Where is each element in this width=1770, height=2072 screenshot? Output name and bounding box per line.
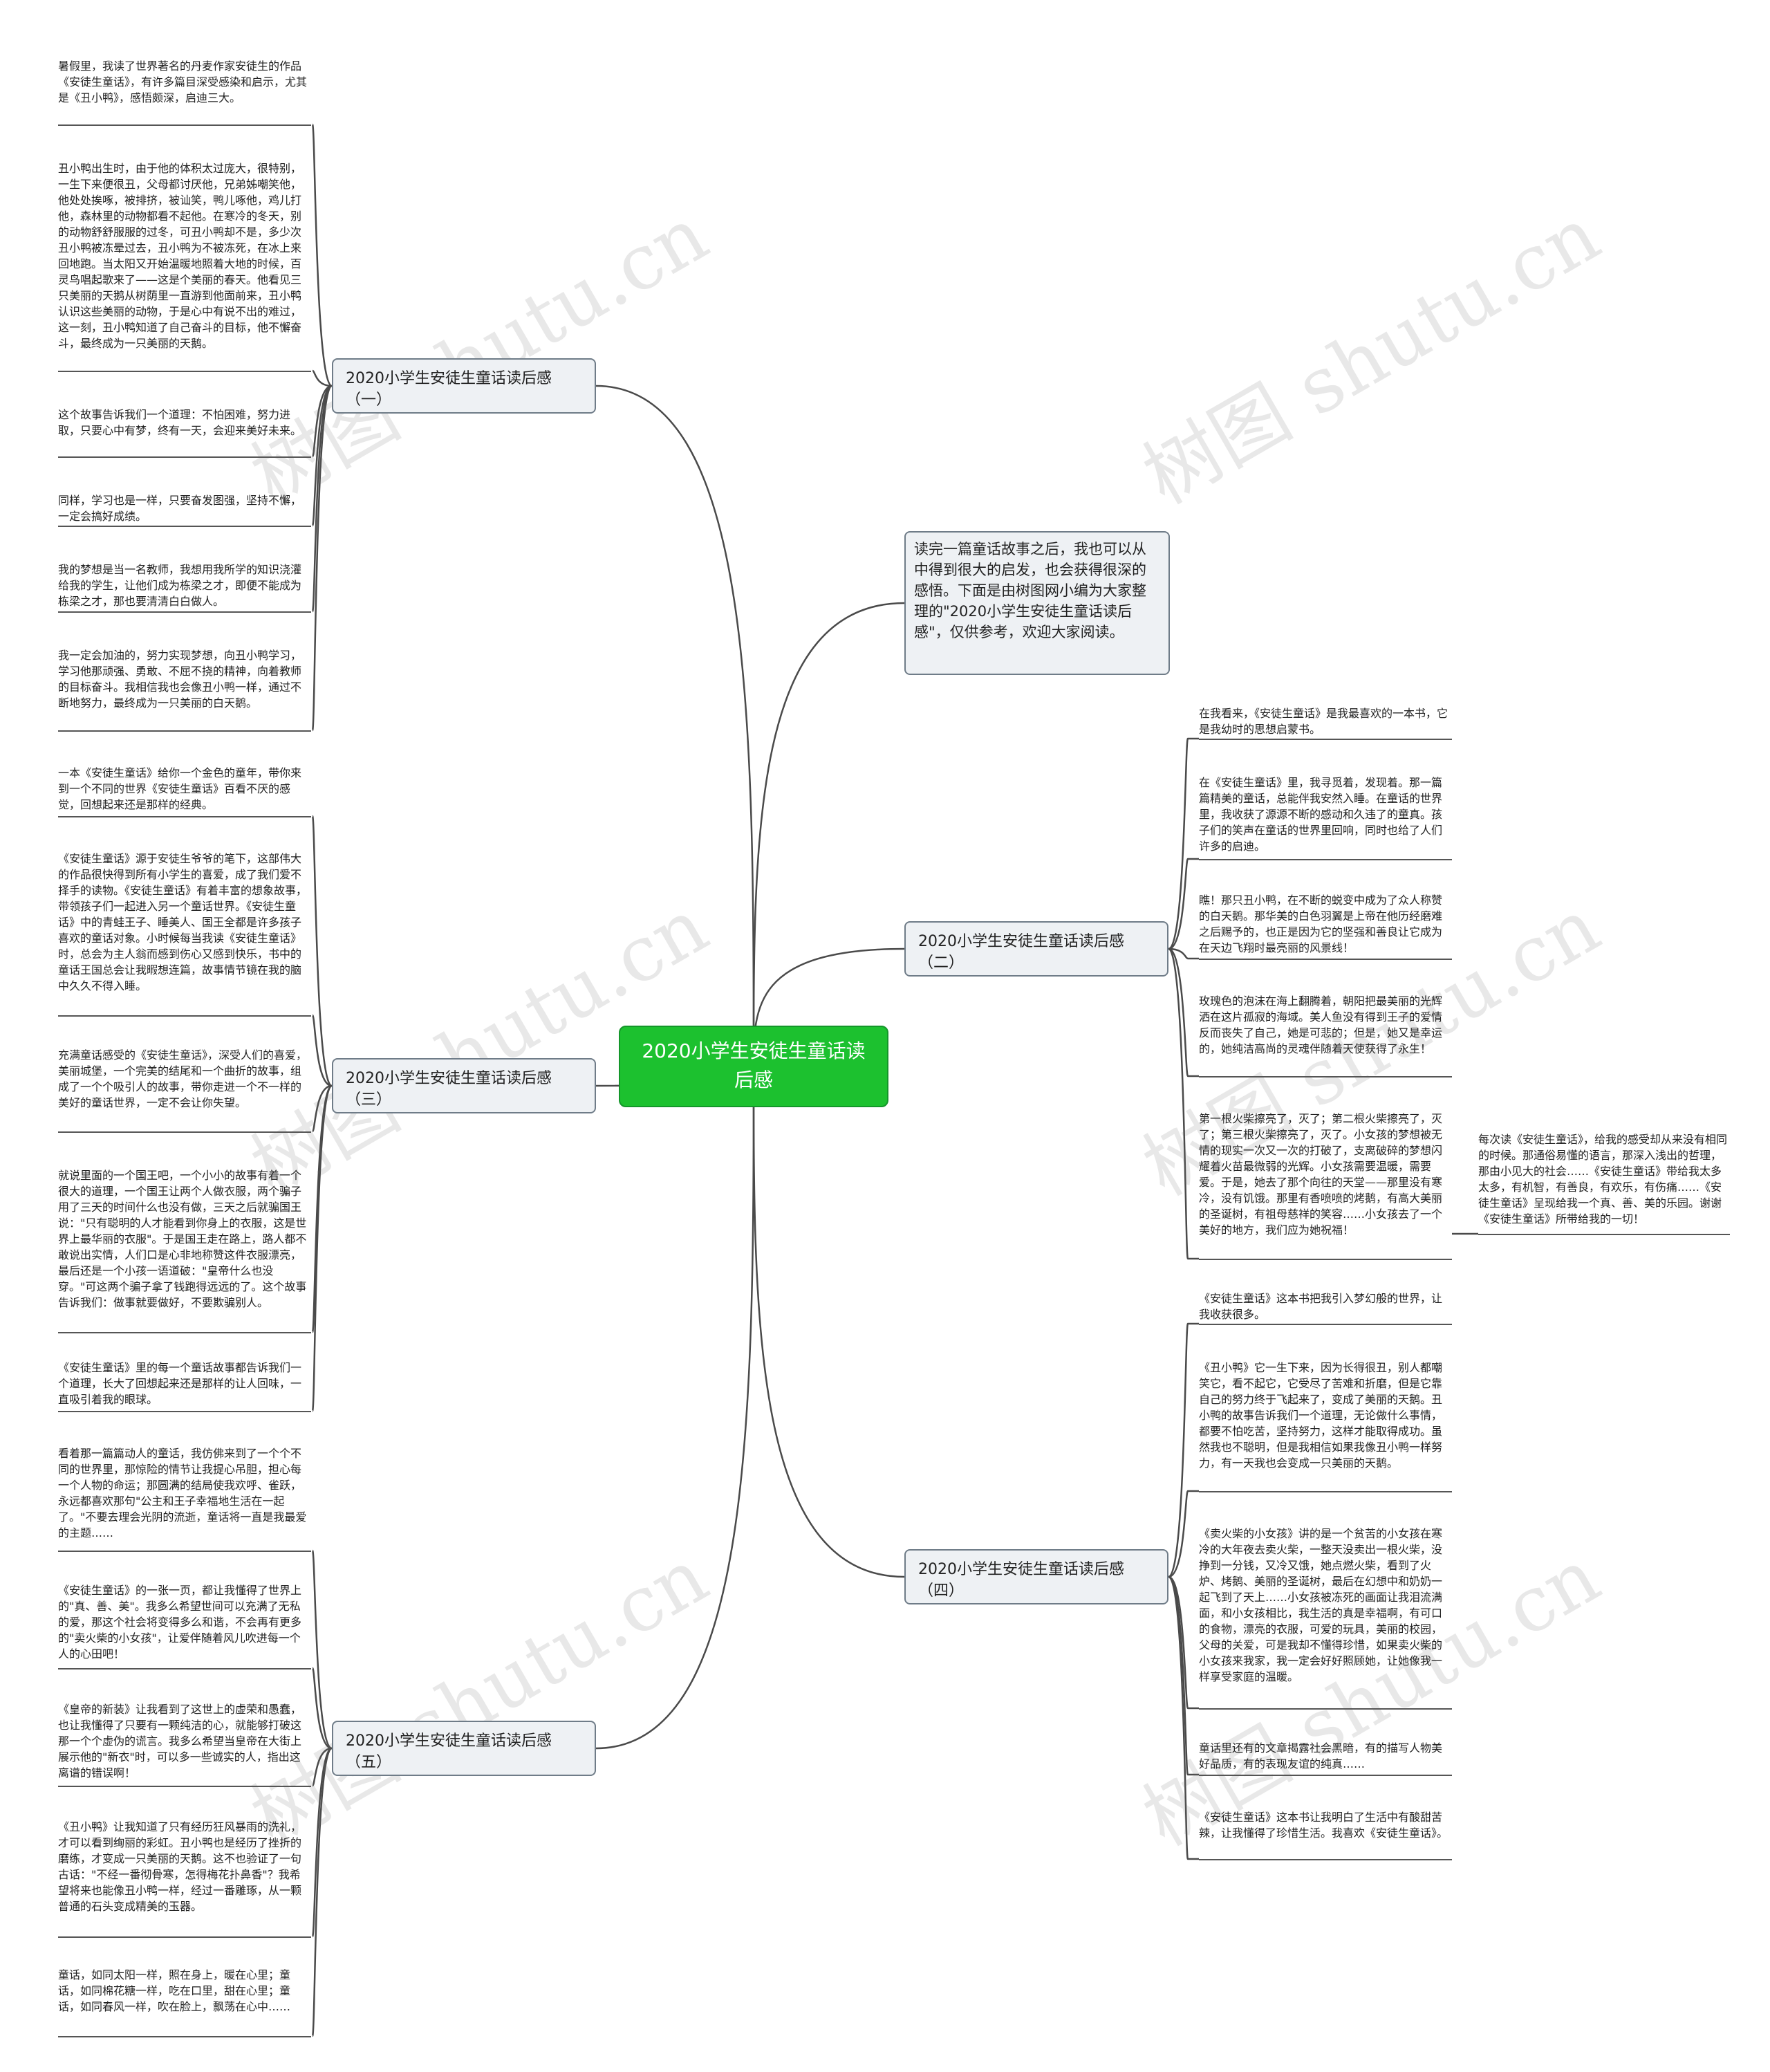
root-topic[interactable]: 2020小学生安徒生童话读后感 xyxy=(619,1026,888,1107)
leaf-text: 暑假里，我读了世界著名的丹麦作家安徒生的作品《安徒生童话》，有许多篇目深受感染和… xyxy=(58,59,308,104)
connector-branch-2-leaf xyxy=(1168,947,1199,960)
leaf-text: 《安徒生童话》里的每一个童话故事都告诉我们一个道理，长大了回想起来还是那样的让人… xyxy=(58,1361,302,1406)
leaf-underline xyxy=(1199,1775,1452,1776)
leaf-text: 一本《安徒生童话》给你一个金色的童年，带你来到一个不同的世界《安徒生童话》百看不… xyxy=(58,766,302,811)
leaf-underline xyxy=(1478,1234,1730,1235)
leaf-text: 同样，学习也是一样，只要奋发图强，坚持不懈，一定会搞好成绩。 xyxy=(58,494,302,523)
connector-branch-3-leaf xyxy=(311,1084,333,1133)
connector-branch-3-leaf xyxy=(311,1084,333,1412)
leaf-text: 第一根火柴擦亮了，灭了；第二根火柴擦亮了，灭了；第三根火柴擦亮了，灭了。小女孩的… xyxy=(1199,1112,1443,1237)
connector-branch-3-leaf xyxy=(311,815,333,1087)
branch-node-2[interactable]: 2020小学生安徒生童话读后感（二） xyxy=(904,921,1168,977)
leaf-text: 《安徒生童话》源于安徒生爷爷的笔下，这部伟大的作品很快得到所有小学生的喜爱，成了… xyxy=(58,852,308,992)
leaf-text: 《安徒生童话》这本书让我明白了生活中有酸甜苦辣，让我懂得了珍惜生活。我喜欢《安徒… xyxy=(1199,1811,1448,1840)
leaf-text: 《安徒生童话》这本书把我引入梦幻般的世界，让我收获很多。 xyxy=(1199,1292,1443,1321)
leaf-underline xyxy=(58,730,311,732)
connector-branch-2-leaf xyxy=(1168,947,1199,1077)
leaf-text: 每次读《安徒生童话》，给我的感受却从来没有相同的时候。那通俗易懂的语言，那深入浅… xyxy=(1478,1133,1728,1225)
leaf-text: 这个故事告诉我们一个道理：不怕困难，努力进取，只要心中有梦，终有一天，会迎来美好… xyxy=(58,408,302,437)
connector-branch-1-leaf xyxy=(311,385,333,527)
connector-branch-5-leaf xyxy=(311,1549,333,1750)
leaf-underline xyxy=(58,611,311,613)
connector-root-branch-1 xyxy=(595,385,755,1067)
intro-node[interactable]: 读完一篇童话故事之后，我也可以从中得到很大的启发，也会获得很深的感悟。下面是由树… xyxy=(904,531,1170,675)
leaf-text: 《卖火柴的小女孩》讲的是一个贫苦的小女孩在寒冷的大年夜去卖火柴，一整天没卖出一根… xyxy=(1199,1527,1443,1683)
connector-branch-3-leaf xyxy=(311,1014,333,1087)
leaf-text: 《安徒生童话》的一张一页，都让我懂得了世界上的"真、善、美"。我多么希望世间可以… xyxy=(58,1584,302,1661)
branch-node-5[interactable]: 2020小学生安徒生童话读后感（五） xyxy=(332,1721,596,1776)
leaf-underline xyxy=(1199,1076,1452,1077)
connector-branch-4-leaf xyxy=(1168,1575,1199,1776)
leaf-underline xyxy=(58,124,311,126)
connector-branch-4-leaf xyxy=(1167,1575,1199,1860)
leaf-text: 在《安徒生童话》里，我寻觅着，发现着。那一篇篇精美的童话，总能伴我安然入睡。在童… xyxy=(1199,776,1443,853)
leaf-underline xyxy=(1199,959,1452,960)
connector-branch-5-leaf xyxy=(311,1747,333,2037)
connector-branch-1-leaf xyxy=(311,385,333,458)
connector-branch-4-leaf xyxy=(1167,1322,1199,1578)
leaf-underline xyxy=(58,1936,311,1938)
connector-root-branch-4 xyxy=(752,1066,905,1578)
leaf-text: 丑小鸭出生时，由于他的体积太过庞大，很特别，一生下来便很丑，父母都讨厌他，兄弟姊… xyxy=(58,162,302,350)
leaf-underline xyxy=(1199,1491,1452,1492)
leaf-underline xyxy=(1199,859,1452,860)
leaf-underline xyxy=(1199,1259,1452,1260)
connector-root-branch-5 xyxy=(595,1066,755,1750)
leaf-text: 在我看来，《安徒生童话》是我最喜欢的一本书，它是我幼时的思想启蒙书。 xyxy=(1199,707,1448,736)
connector-branch-1-leaf xyxy=(311,123,333,387)
leaf-text: 就说里面的一个国王吧，一个小小的故事有着一个很大的道理，一个国王让两个人做衣服，… xyxy=(58,1169,307,1309)
leaf-text: 我的梦想是当一名教师，我想用我所学的知识浇灌给我的学生，让他们成为栋梁之才，即便… xyxy=(58,563,302,608)
leaf-underline xyxy=(58,2036,311,2037)
connector-branch-4-leaf xyxy=(1168,1490,1199,1578)
leaf-text: 瞧！那只丑小鸭，在不断的蜕变中成为了众人称赞的白天鹅。那华美的白色羽翼是上帝在他… xyxy=(1199,894,1443,954)
connector-branch-5-leaf xyxy=(311,1667,333,1750)
leaf-underline xyxy=(58,1332,311,1333)
leaf-text: 童话里还有的文章揭露社会黑暗，有的描写人物美好品质，有的表现友谊的纯真…… xyxy=(1199,1741,1443,1770)
connector-branch-2-leaf xyxy=(1168,858,1199,950)
leaf-underline xyxy=(58,1551,311,1552)
leaf-underline xyxy=(58,1411,311,1412)
branch-node-1[interactable]: 2020小学生安徒生童话读后感（一） xyxy=(332,358,596,414)
connector-branch-1-leaf xyxy=(311,385,333,732)
connector-branch-1-leaf xyxy=(312,369,333,387)
leaf-underline xyxy=(58,371,311,372)
leaf-underline xyxy=(58,1131,311,1133)
leaf-underline xyxy=(1199,1859,1452,1860)
leaf-underline xyxy=(1199,1324,1452,1325)
branch-node-3[interactable]: 2020小学生安徒生童话读后感（三） xyxy=(332,1058,596,1113)
connector-branch-5-leaf xyxy=(311,1747,333,1938)
leaf-text: 我一定会加油的，努力实现梦想，向丑小鸭学习，学习他那顽强、勇敢、不屈不挠的精神，… xyxy=(58,649,302,710)
leaf-underline xyxy=(1199,1708,1452,1710)
connector-root-intro xyxy=(752,602,905,1067)
leaf-underline xyxy=(58,1786,311,1787)
leaf-underline xyxy=(58,456,311,458)
leaf-text: 童话，如同太阳一样，照在身上，暖在心里；童话，如同棉花糖一样，吃在口里，甜在心里… xyxy=(58,1968,291,2013)
leaf-text: 《丑小鸭》它一生下来，因为长得很丑，别人都嘲笑它，看不起它，它受尽了苦难和折磨，… xyxy=(1199,1361,1443,1470)
leaf-underline xyxy=(58,816,311,817)
leaf-text: 《皇帝的新装》让我看到了这世上的虚荣和愚蠢，也让我懂得了只要有一颗纯洁的心，就能… xyxy=(58,1703,302,1779)
leaf-text: 看着那一篇篇动人的童话，我仿佛来到了一个个不同的世界里，那惊险的情节让我提心吊胆… xyxy=(58,1447,307,1539)
connector-branch-5-leaf xyxy=(311,1747,333,1787)
connector-branch-2-leaf xyxy=(1168,737,1199,950)
leaf-underline xyxy=(1199,739,1452,740)
branch-node-4[interactable]: 2020小学生安徒生童话读后感（四） xyxy=(904,1549,1168,1604)
leaf-text: 充满童话感受的《安徒生童话》，深受人们的喜爱，美丽城堡，一个完美的结尾和一个曲折… xyxy=(58,1048,308,1109)
leaf-underline xyxy=(58,526,311,527)
connector-branch-1-leaf xyxy=(311,385,333,613)
connector-branch-2-leaf xyxy=(1167,947,1199,1260)
leaf-text: 《丑小鸭》让我知道了只有经历狂风暴雨的洗礼，才可以看到绚丽的彩虹。丑小鸭也是经历… xyxy=(58,1820,302,1913)
leaf-underline xyxy=(58,1015,311,1017)
leaf-text: 玫瑰色的泡沫在海上翻腾着，朝阳把最美丽的光辉洒在这片孤寂的海域。美人鱼没有得到王… xyxy=(1199,995,1443,1055)
connector-branch-4-leaf xyxy=(1168,1575,1199,1710)
leaf-underline xyxy=(58,1668,311,1669)
